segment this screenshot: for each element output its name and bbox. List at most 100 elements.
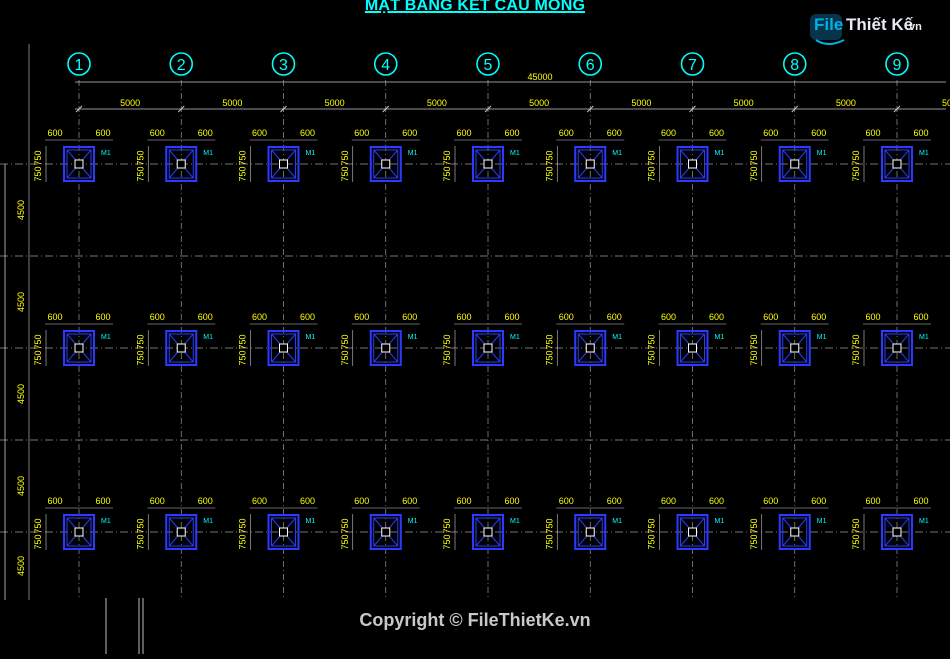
footing-tag: M1 bbox=[203, 518, 213, 525]
footing-inner-outline bbox=[475, 517, 501, 547]
footing-width-dimension: 600 bbox=[150, 128, 165, 138]
bay-dimension-text: 5000 bbox=[734, 98, 754, 108]
column-pedestal bbox=[892, 343, 902, 353]
axis-label: 6 bbox=[586, 57, 595, 74]
footing-inner-outline bbox=[373, 333, 399, 363]
footing-width-dimension: 600 bbox=[456, 312, 471, 322]
footing-inner-outline bbox=[168, 517, 194, 547]
column-pedestal bbox=[790, 527, 800, 537]
footing-tag: M1 bbox=[306, 518, 316, 525]
column-pedestal bbox=[381, 159, 391, 169]
footing-tag: M1 bbox=[612, 334, 622, 341]
footing-height-dimension: 750 bbox=[33, 518, 43, 533]
footing-width-dimension: 600 bbox=[354, 128, 369, 138]
footing-height-dimension: 750 bbox=[442, 534, 452, 549]
column-pedestal bbox=[381, 343, 391, 353]
footing-height-dimension: 750 bbox=[238, 334, 248, 349]
footing-height-dimension: 750 bbox=[544, 166, 554, 181]
footing-height-dimension: 750 bbox=[238, 534, 248, 549]
footing-inner-outline bbox=[884, 333, 910, 363]
footing-width-dimension: 600 bbox=[811, 312, 826, 322]
footing-width-dimension: 600 bbox=[47, 496, 62, 506]
footing-tag: M1 bbox=[919, 334, 929, 341]
footing-inner-outline bbox=[66, 517, 92, 547]
footing-width-dimension: 600 bbox=[763, 128, 778, 138]
footing-inner-outline bbox=[884, 517, 910, 547]
footing-inner-outline bbox=[271, 517, 296, 547]
dimension-tick bbox=[382, 105, 390, 113]
footing-height-dimension: 750 bbox=[33, 150, 43, 165]
footing-tag: M1 bbox=[510, 334, 520, 341]
footing-width-dimension: 600 bbox=[300, 128, 315, 138]
column-pedestal bbox=[74, 159, 84, 169]
footing-tag: M1 bbox=[510, 518, 520, 525]
footing-width-dimension: 600 bbox=[504, 128, 519, 138]
footing-outline bbox=[676, 146, 709, 182]
bay-dimension-text: 5000 bbox=[325, 98, 345, 108]
dimension-tick bbox=[75, 105, 83, 113]
bay-dimension-text: 5000 bbox=[529, 98, 549, 108]
footing-tag: M1 bbox=[715, 150, 725, 157]
footing-inner-outline bbox=[271, 333, 296, 363]
column-pedestal bbox=[483, 527, 493, 537]
footing-height-dimension: 750 bbox=[442, 518, 452, 533]
footing-tag: M1 bbox=[817, 334, 827, 341]
copyright-watermark: Copyright © FileThietKe.vn bbox=[359, 610, 591, 630]
footing-outline bbox=[369, 514, 402, 550]
footing-width-dimension: 600 bbox=[402, 128, 417, 138]
footing-width-dimension: 600 bbox=[456, 496, 471, 506]
dimension-tick bbox=[689, 105, 696, 113]
footing-height-dimension: 750 bbox=[340, 534, 350, 549]
footing-width-dimension: 600 bbox=[661, 496, 676, 506]
footing-width-dimension: 600 bbox=[354, 312, 369, 322]
dimension-tick bbox=[177, 105, 185, 113]
footing-tag: M1 bbox=[817, 518, 827, 525]
axis-bubble bbox=[271, 52, 296, 76]
footing-height-dimension: 750 bbox=[442, 350, 452, 365]
footing-tag: M1 bbox=[715, 518, 725, 525]
column-pedestal bbox=[74, 343, 84, 353]
footing-width-dimension: 600 bbox=[865, 312, 880, 322]
dimension-tick bbox=[893, 105, 901, 113]
footing-height-dimension: 750 bbox=[135, 150, 145, 165]
column-pedestal bbox=[688, 343, 697, 353]
footing-height-dimension: 750 bbox=[851, 350, 861, 365]
footing-height-dimension: 750 bbox=[851, 166, 861, 181]
axis-label: 9 bbox=[893, 57, 902, 74]
footing-height-dimension: 750 bbox=[442, 334, 452, 349]
row-dimension-text: 4500 bbox=[16, 384, 26, 404]
footing-height-dimension: 750 bbox=[33, 166, 43, 181]
footing-height-dimension: 750 bbox=[544, 518, 554, 533]
row-dimension-text: 4500 bbox=[16, 292, 26, 312]
footing-height-dimension: 750 bbox=[647, 534, 657, 549]
footing-width-dimension: 600 bbox=[456, 128, 471, 138]
footing-outline bbox=[267, 146, 300, 182]
footing-tag: M1 bbox=[306, 150, 316, 157]
footing-outline bbox=[369, 146, 402, 182]
footing-inner-outline bbox=[168, 149, 194, 179]
footing-tag: M1 bbox=[510, 150, 520, 157]
footing-inner-outline bbox=[782, 149, 808, 179]
footing-outline bbox=[165, 330, 198, 366]
footing-inner-outline bbox=[884, 149, 910, 179]
footing-width-dimension: 600 bbox=[504, 312, 519, 322]
footing-width-dimension: 600 bbox=[252, 128, 267, 138]
footing-height-dimension: 750 bbox=[544, 334, 554, 349]
column-pedestal bbox=[74, 527, 84, 537]
footing-inner-outline bbox=[271, 149, 296, 179]
footing-width-dimension: 600 bbox=[198, 128, 213, 138]
footing-inner-outline bbox=[577, 517, 603, 547]
footing-tag: M1 bbox=[203, 334, 213, 341]
logo-file-text: File bbox=[814, 15, 844, 34]
footing-width-dimension: 600 bbox=[402, 312, 417, 322]
footing-width-dimension: 600 bbox=[811, 496, 826, 506]
footing-inner-outline bbox=[680, 333, 705, 363]
footing-inner-outline bbox=[66, 333, 92, 363]
column-pedestal bbox=[279, 343, 288, 353]
row-dimension-text: 4500 bbox=[16, 556, 26, 576]
footing-outline bbox=[472, 514, 504, 550]
axis-label: 2 bbox=[177, 57, 186, 74]
watermark-logo: File Thiết Kế .vn bbox=[808, 10, 926, 46]
footing-width-dimension: 600 bbox=[47, 312, 62, 322]
